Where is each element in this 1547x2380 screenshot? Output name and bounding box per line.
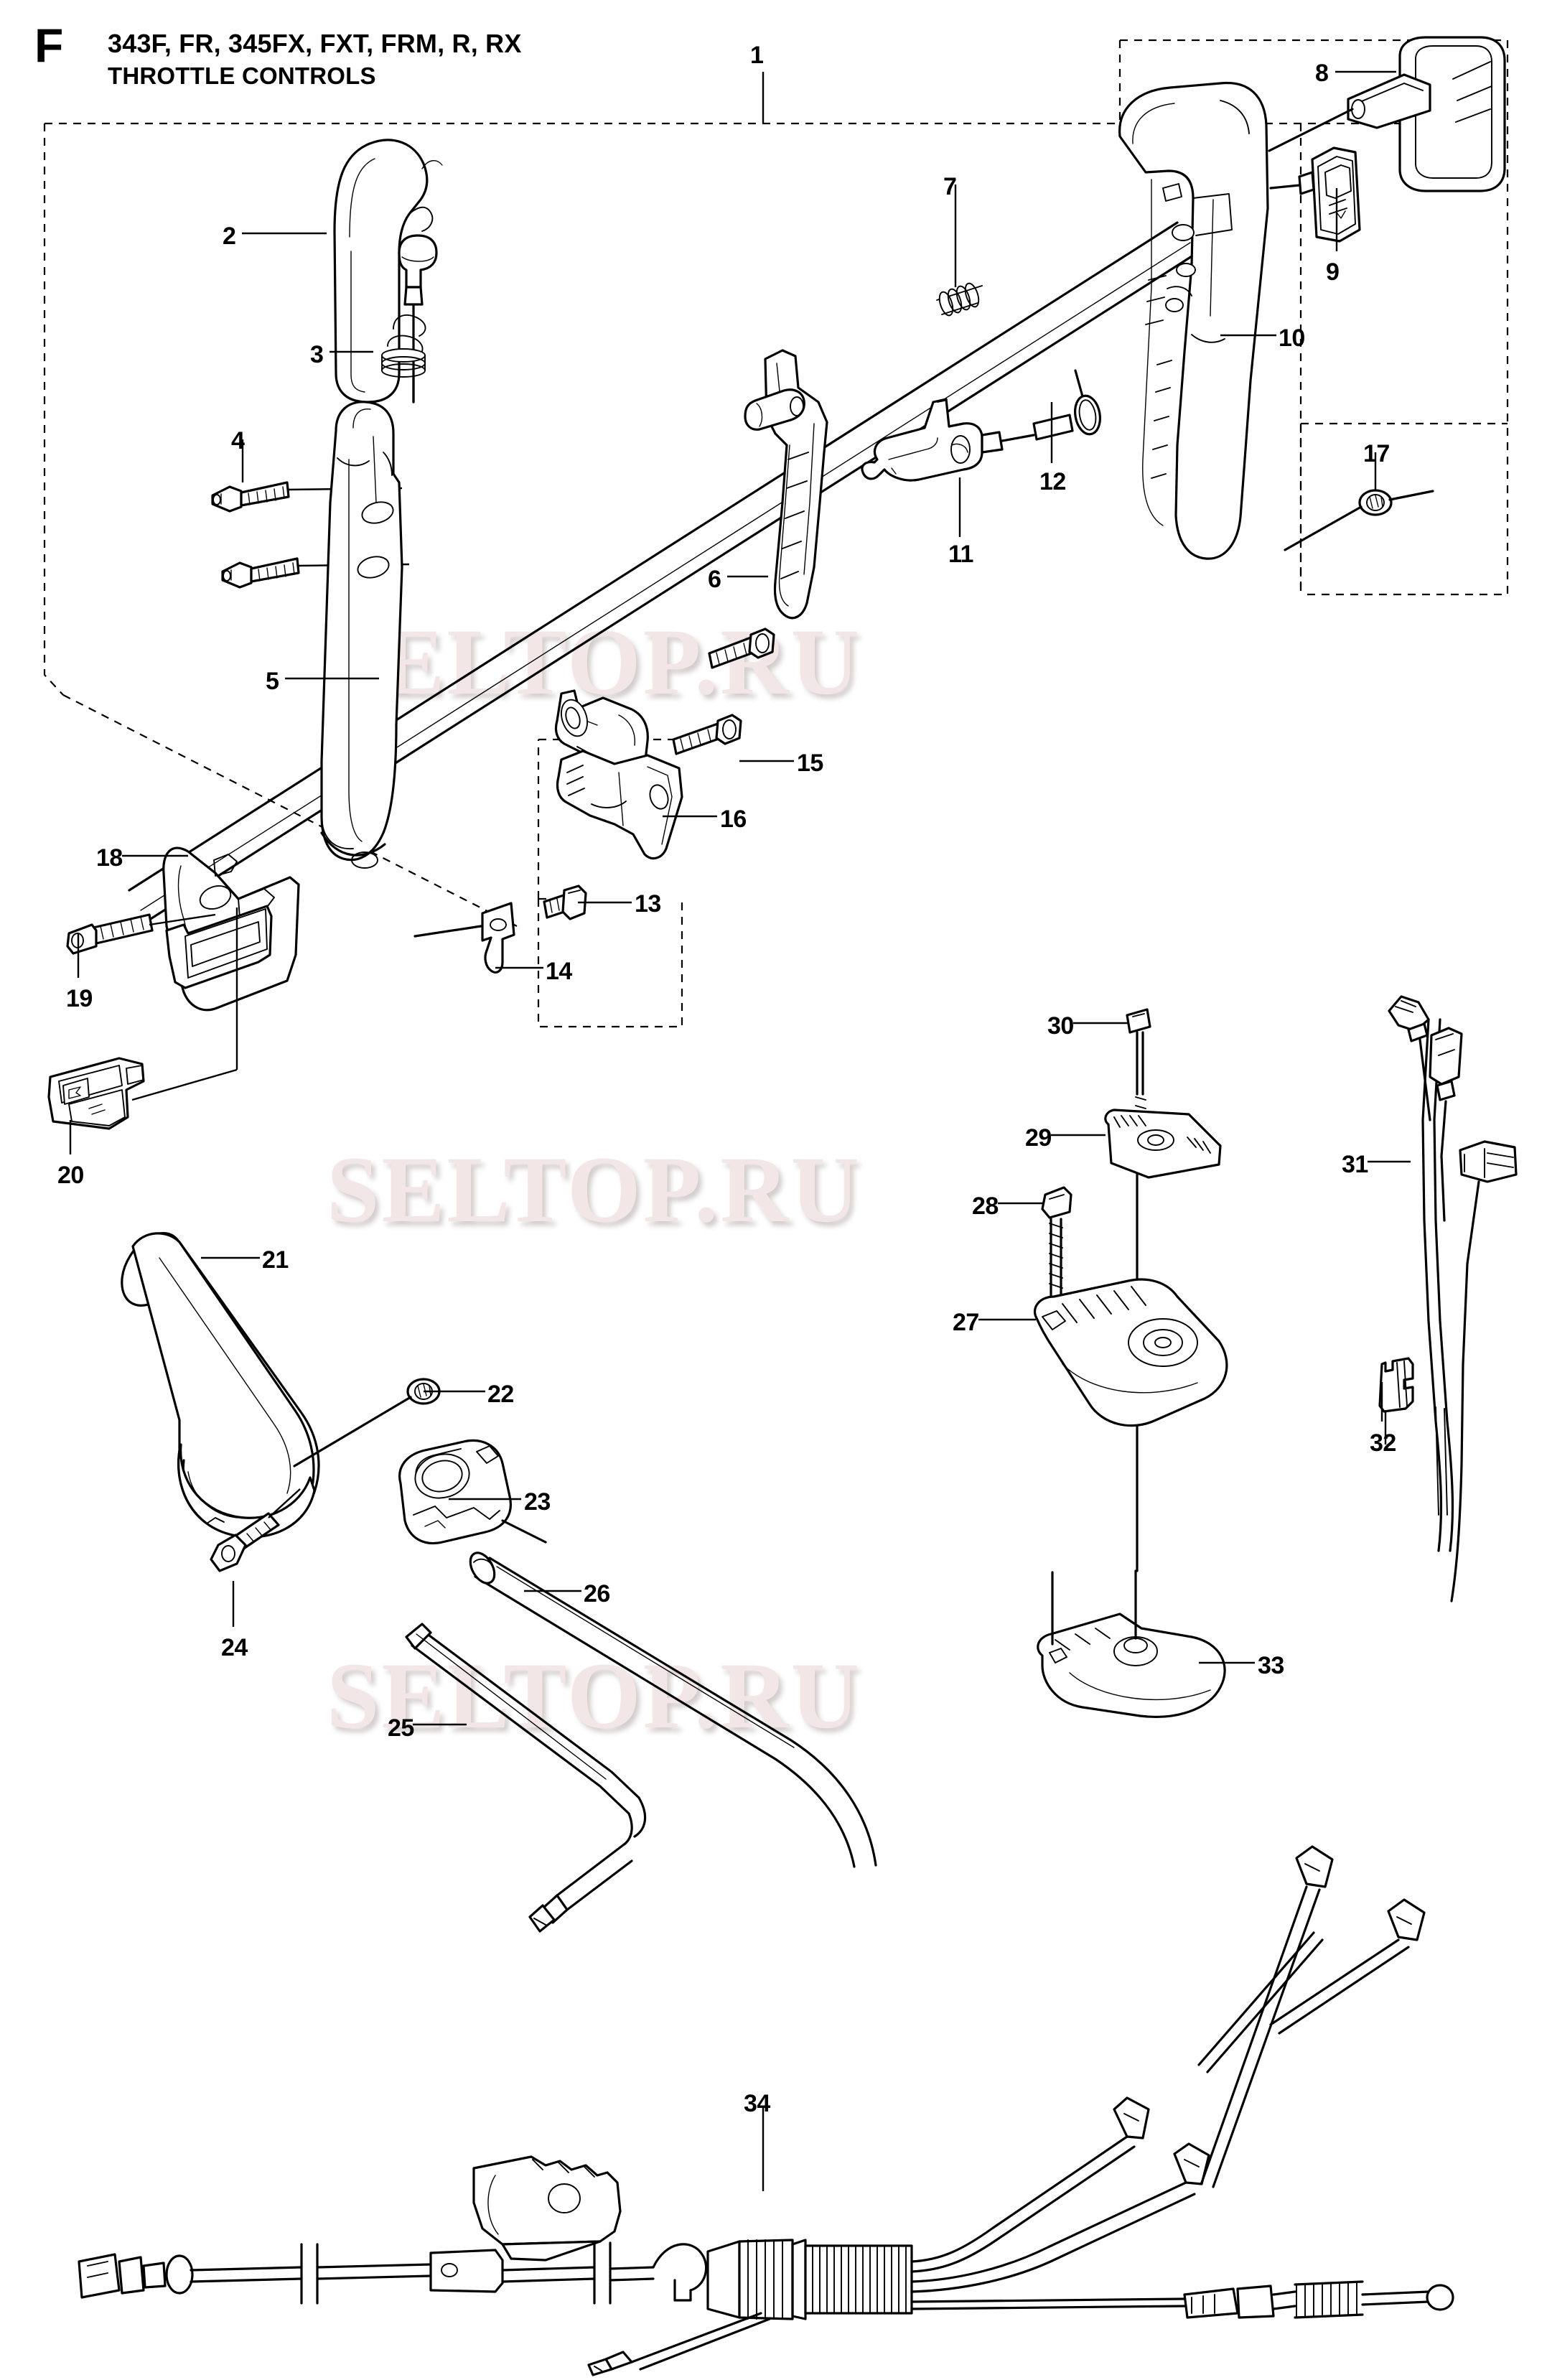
part-3-spring [381,314,426,403]
part-7-small-spring [936,282,983,317]
callout-number-27: 27 [953,1309,979,1336]
callout-number-23: 23 [524,1488,551,1516]
watermark-0: SELTOP.RU [327,609,861,714]
callout-number-33: 33 [1258,1652,1284,1679]
callout-number-28: 28 [972,1193,999,1220]
callout-number-3: 3 [310,341,324,368]
part-15-clamp-screws [672,627,775,755]
callout-number-30: 30 [1047,1012,1074,1040]
page-title: THROTTLE CONTROLS [108,62,376,89]
callout-number-16: 16 [720,806,747,833]
handlebar-tube [128,221,1199,923]
callout-number-29: 29 [1025,1124,1052,1152]
callout-number-25: 25 [388,1714,414,1742]
part-11-throttle-trigger [861,398,1035,482]
callout-number-11: 11 [948,541,973,568]
part-31-wiring-harness [1388,995,1518,1602]
assembly-boundary-right-handle [1118,39,1509,596]
part-18-end-cap [162,846,300,1012]
part-22-nut [293,1378,441,1467]
part-5-left-handle-housing [320,401,403,869]
callout-number-15: 15 [797,750,823,777]
callout-number-17: 17 [1363,440,1390,467]
callout-number-26: 26 [584,1580,610,1607]
assembly-boundary-main [43,122,1508,927]
assembly-boundary-clamp16 [537,738,721,899]
callout-number-19: 19 [66,985,93,1012]
part-6-throttle-lockout [744,349,828,620]
part-28-screw [1041,1186,1072,1301]
part-24-screw [210,1488,301,1572]
callout-number-10: 10 [1279,325,1305,352]
section-letter: F [34,19,63,72]
callout-number-31: 31 [1342,1151,1368,1178]
watermark-1: SELTOP.RU [327,1137,861,1242]
callout-number-24: 24 [221,1634,248,1661]
callout-number-2: 2 [223,223,236,250]
callout-number-21: 21 [262,1246,289,1274]
callout-number-34: 34 [744,2090,770,2117]
part-25-cable [405,1623,647,1933]
callout-number-32: 32 [1370,1429,1396,1457]
part-16-handlebar-clamp [554,689,683,860]
part-9-stop-switch [1269,146,1361,243]
part-10-right-handle-housing [1118,81,1269,560]
part-4-screws [211,481,410,589]
callout-number-1: 1 [750,42,764,69]
part-14-cable-clip [413,902,515,974]
callout-number-8: 8 [1315,60,1329,87]
callout-number-13: 13 [635,890,661,918]
part-2-handle-grip [333,139,443,403]
part-20-stop-switch [47,907,238,1130]
model-list: 343F, FR, 345FX, FXT, FRM, R, RX [108,29,522,58]
assembly-boundary-nut17 [1299,422,1508,594]
callout-number-18: 18 [96,844,123,872]
part-26-handle-tube [469,1551,877,1868]
callout-number-12: 12 [1039,468,1066,495]
part-27-cable-anchor-plate [1033,1278,1228,1427]
callout-number-22: 22 [487,1381,514,1408]
part-30-long-bolt [1126,1008,1151,1572]
part-19-screw [66,913,216,955]
callout-number-14: 14 [546,958,572,985]
callout-number-7: 7 [943,173,957,200]
part-29-cable-clamp [1104,1109,1222,1179]
callout-number-5: 5 [266,668,279,695]
diagram-header: F 343F, FR, 345FX, FXT, FRM, R, RX THROT… [0,0,1547,108]
callout-number-20: 20 [57,1162,84,1189]
callout-number-9: 9 [1326,258,1340,286]
part-17-lock-nut [1284,489,1434,551]
leader-lines [69,70,1411,2191]
part-33-end-plate [1037,1569,1226,1718]
part-13-screw [543,885,587,920]
part-12-washer [1032,369,1101,441]
callout-number-6: 6 [708,566,721,593]
callout-number-4: 4 [231,427,245,454]
